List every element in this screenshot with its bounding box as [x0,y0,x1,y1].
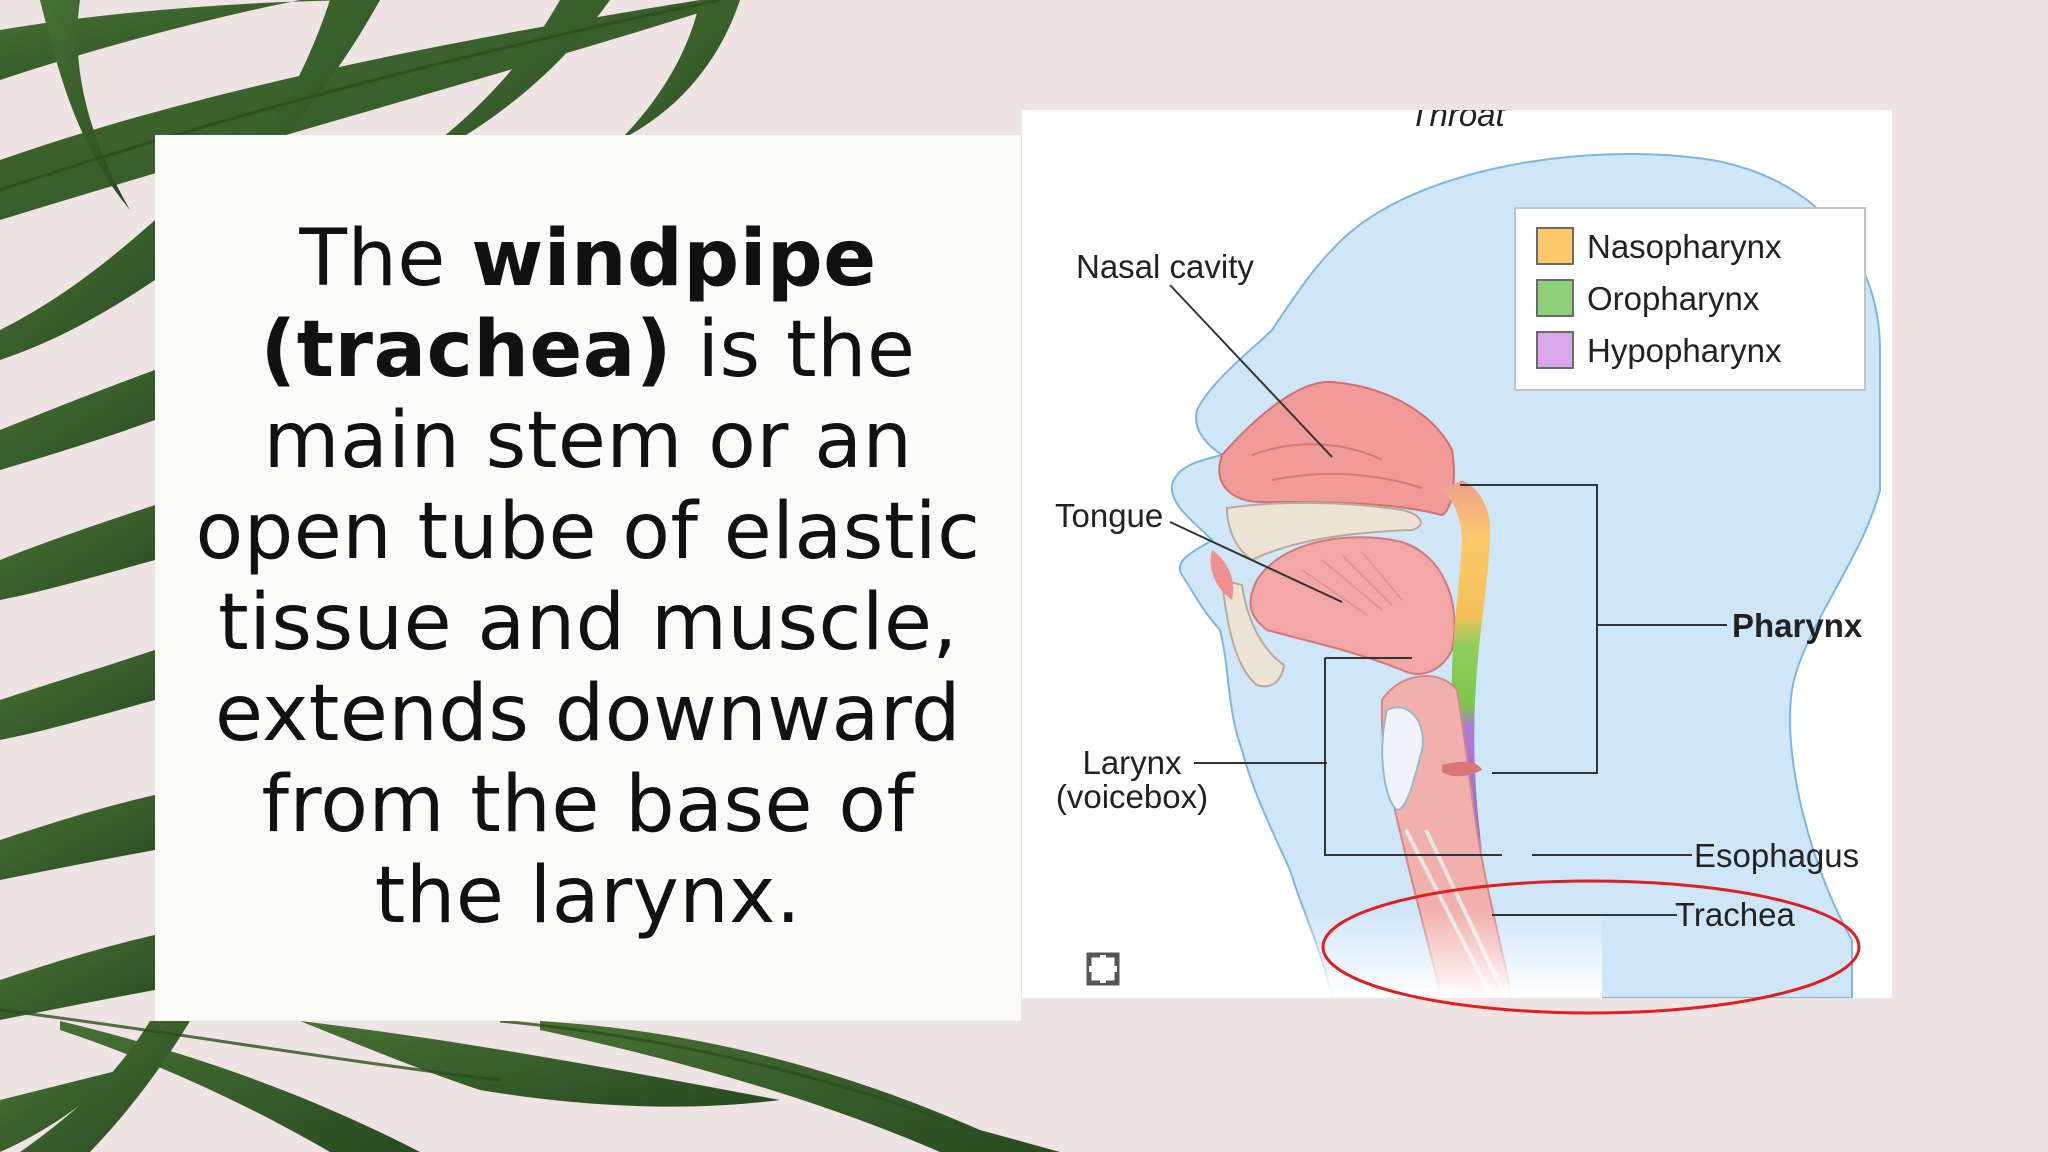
trachea-highlight [1321,879,1861,1015]
text-card: The windpipe (trachea) is the main stem … [155,135,1021,1021]
label-pharynx: Pharynx [1732,607,1863,644]
label-esophagus: Esophagus [1694,837,1859,874]
throat-diagram: Throat Na [1055,110,1881,998]
legend-item-nasopharynx: Nasopharynx [1536,227,1782,265]
slide-text-bold: windpipe (trachea) [260,214,877,395]
legend-swatch [1536,331,1574,369]
leader-lines [1169,284,1727,916]
label-larynx: Larynx [1082,744,1182,781]
legend-label: Nasopharynx [1587,228,1782,265]
legend-swatch [1536,227,1574,265]
epiglottis-shape [1381,706,1424,812]
slide-text: The windpipe (trachea) is the main stem … [195,214,981,942]
slide-text-body: is the main stem or an open tube of elas… [195,305,981,941]
diagram-title: Throat [1409,110,1506,133]
jaw-shape [1220,578,1286,688]
legend-item-hypopharynx: Hypopharynx [1536,331,1782,369]
legend-label: Hypopharynx [1587,332,1782,369]
legend-box: Nasopharynx Oropharynx Hypopharynx [1514,207,1866,391]
label-nasal-cavity: Nasal cavity [1076,248,1254,285]
legend-item-oropharynx: Oropharynx [1536,279,1760,317]
throat-diagram-panel: Throat Na [1022,110,1892,998]
label-trachea: Trachea [1675,896,1795,933]
clinic-logo-icon [1086,952,1120,986]
legend-label: Oropharynx [1587,280,1760,317]
legend-swatch [1536,279,1574,317]
label-tongue: Tongue [1055,497,1163,534]
slide-text-intro: The [299,214,472,304]
label-voicebox: (voicebox) [1056,778,1208,815]
